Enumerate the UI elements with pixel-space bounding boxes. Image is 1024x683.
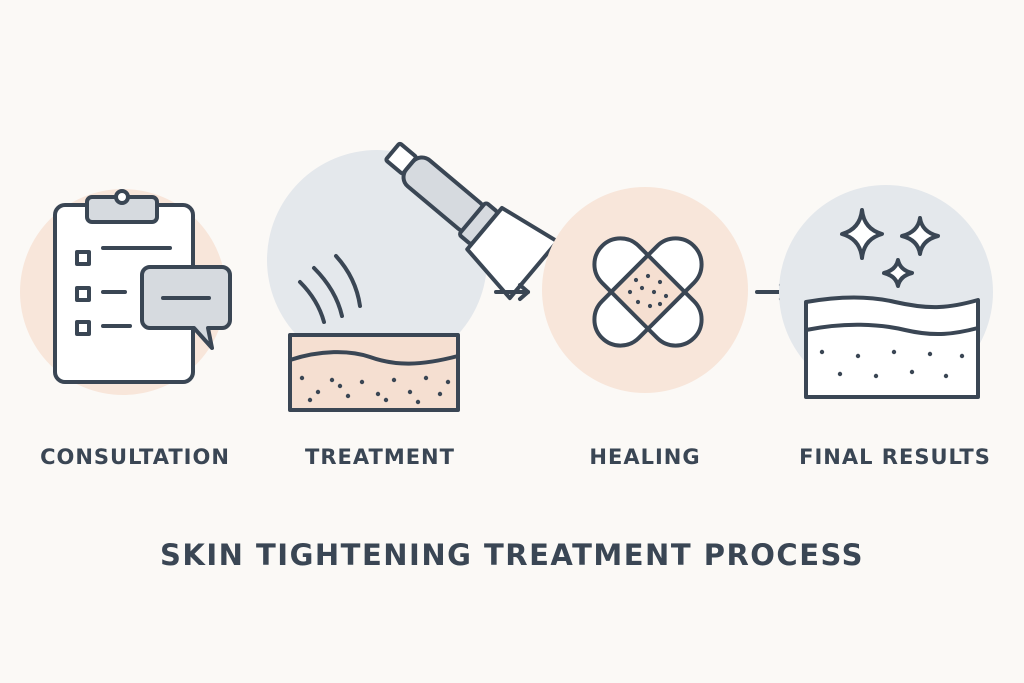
step-consultation-group [20, 189, 232, 395]
device-on-skin-icon [288, 141, 560, 412]
step-final-results-group [779, 185, 993, 399]
step-label-final-results: FINAL RESULTS [799, 445, 991, 469]
sparkle-small-icon [882, 258, 914, 288]
arrow-treatment-to-healing [494, 283, 530, 301]
step-healing-group [542, 187, 748, 393]
clipboard-chat-icon [53, 189, 232, 384]
step-label-healing: HEALING [589, 445, 701, 469]
bandage-icon [592, 236, 704, 348]
sparkle-medium-icon [900, 216, 940, 256]
step-label-consultation: CONSULTATION [40, 445, 230, 469]
smooth-skin-sparkles-icon [804, 208, 980, 399]
step-treatment-group [267, 141, 560, 412]
diagram-title: SKIN TIGHTENING TREATMENT PROCESS [160, 538, 864, 572]
step-label-treatment: TREATMENT [305, 445, 455, 469]
sparkle-large-icon [840, 208, 884, 260]
